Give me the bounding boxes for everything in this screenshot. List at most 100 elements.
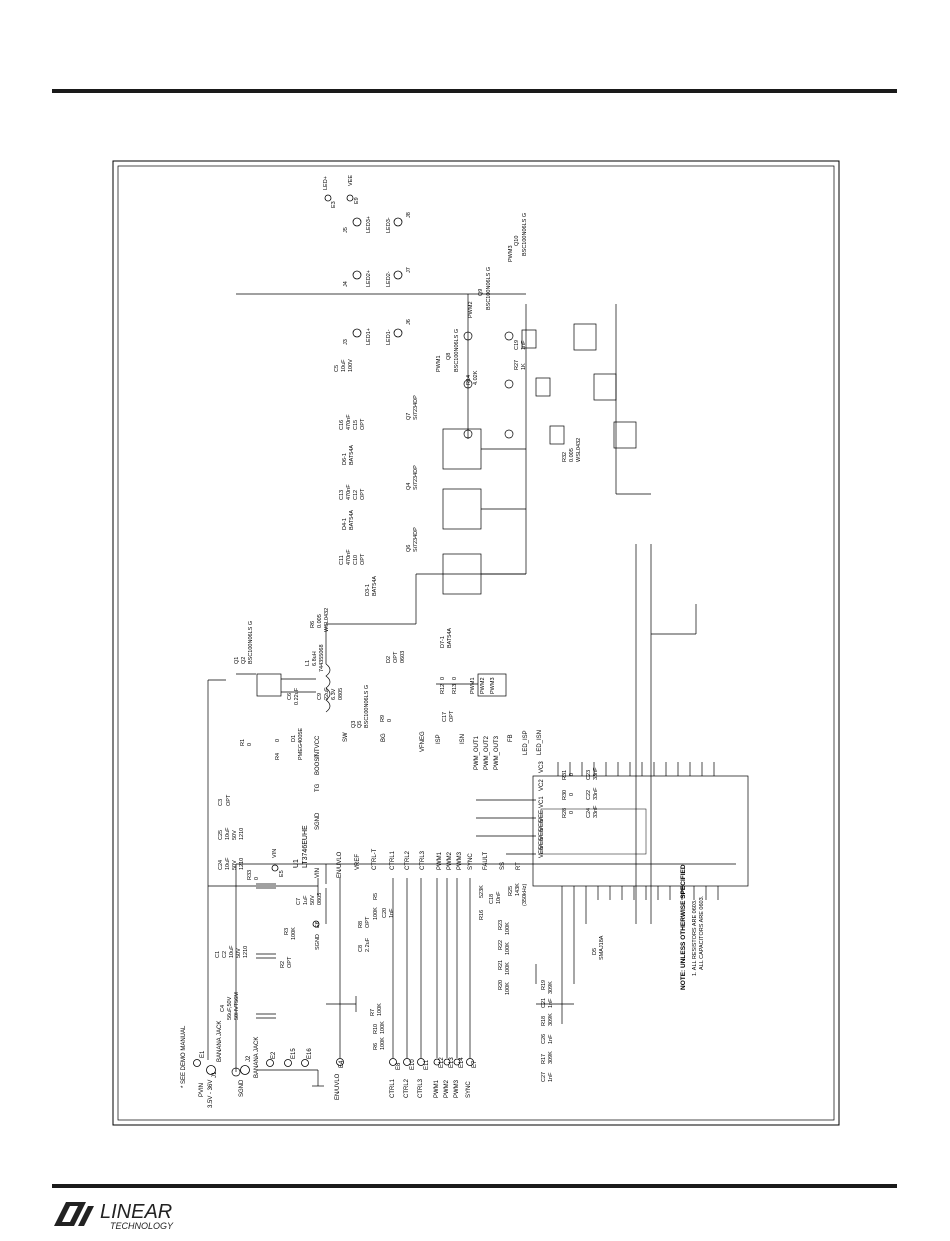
r22-value: 100K (505, 942, 511, 955)
c4-part: 50HVT56M (234, 992, 240, 1020)
l1-label: L1 (305, 660, 311, 666)
j1-jack (206, 1065, 216, 1075)
c27-value: 1nF (548, 1072, 554, 1082)
c7-value: 1uF (303, 895, 309, 905)
r28-value: 0 (569, 811, 575, 814)
pwm2-conn-label: PWM2 (444, 1079, 450, 1098)
ic-ref: U1 (293, 859, 300, 868)
r1-label: R1 (240, 739, 246, 746)
d5-label: D5 (592, 948, 598, 955)
c17-value: OPT (449, 710, 455, 722)
c24r-label: C24 (586, 808, 592, 818)
ic-right-pin-labels: VC3 VC2 VC1 VEE VEE VEE VEE VEE SGND (315, 761, 545, 858)
d6-part: BAT54A (349, 445, 355, 465)
pin-label: CTRL3 (420, 850, 426, 870)
c10-label: C10 (353, 555, 359, 565)
r23-value: 100K (505, 922, 511, 935)
c4-label: C4 (220, 1005, 226, 1012)
e15-terminal (284, 1059, 292, 1067)
r6b-value: 0.005 (317, 614, 323, 628)
q4-part: Si7234DP (413, 465, 419, 490)
c11-label: C11 (339, 555, 345, 565)
c21-value: 1nF (548, 998, 554, 1008)
c25-value: 10uF (225, 827, 231, 840)
e8-ref: E8 (396, 1062, 402, 1070)
pin-label: VEE (539, 819, 545, 831)
sync-conn-label: SYNC (466, 1081, 472, 1098)
r14-label: R14 (466, 375, 472, 385)
q1-part: BSC100N06LS G (248, 621, 254, 664)
sgnd-label: SGND (239, 1079, 245, 1097)
r25-freq: (350kHz) (522, 884, 528, 906)
pwm2-net: PWM2 (480, 678, 486, 695)
j4-terminal (352, 270, 362, 280)
c17-label: C17 (442, 712, 448, 722)
r12-value: 0 (440, 677, 446, 680)
pin-label: BOOST (315, 754, 321, 775)
r8-label: R8 (358, 921, 364, 928)
r13-value: 0 (452, 677, 458, 680)
d4-part: BAT54A (349, 510, 355, 530)
e3-ref: E3 (331, 201, 337, 208)
c18-value: 10nF (496, 891, 502, 904)
r9-label: R9 (380, 715, 386, 722)
r3-value: 100K (291, 927, 297, 940)
linear-technology-logo: LINEAR TECHNOLOGY (54, 1201, 174, 1231)
c19-label: C19 (514, 340, 520, 350)
c6-label: C6 (287, 693, 293, 700)
d6-label: D6-1 (342, 453, 348, 465)
asterisk-note: * SEE DEMO MANUAL (181, 1025, 187, 1088)
e8-terminal (389, 1058, 397, 1066)
e10-ref: E10 (410, 1059, 416, 1070)
c26-value: 1nF (548, 1034, 554, 1044)
pin-label: PWM2 (447, 851, 453, 870)
vee-label: VEE (348, 175, 354, 186)
c5-label: C5 (334, 365, 340, 372)
e6-ref: E6 (315, 921, 321, 928)
r22-label: R22 (498, 940, 504, 950)
c10-value: OPT (360, 553, 366, 565)
c6-value: 0.22uF (294, 687, 300, 705)
d2-value: OPT (393, 651, 399, 663)
c20-label: C20 (382, 908, 388, 918)
r30-value: 0 (569, 793, 575, 796)
r14-value: 4.02K (473, 370, 479, 385)
c24-pkg: 1210 (239, 858, 245, 870)
e16-ref: E16 (307, 1048, 313, 1059)
c11-value: 470nF (346, 549, 352, 565)
note-title: NOTE: UNLESS OTHERWISE SPECIFIED (680, 864, 687, 990)
r27-value: 1K (521, 363, 527, 370)
j1-ref: J1 (212, 1071, 218, 1078)
e1-terminal (193, 1059, 201, 1067)
j7-ref: J7 (406, 267, 412, 273)
pwm1-net: PWM1 (470, 678, 476, 695)
q5-label: Q5 (357, 721, 363, 728)
pin-label: VIN (315, 868, 321, 878)
c1-label: C1 (215, 951, 221, 958)
c18-label: C18 (489, 894, 495, 904)
r33-value: 0 (254, 877, 260, 880)
c25-voltage: 50V (232, 830, 238, 840)
r6b-part: WSL0432 (324, 608, 330, 632)
pin-label: VC3 (539, 761, 545, 773)
pin-label: VEE (539, 846, 545, 858)
d2-pkg: 0603 (400, 651, 406, 663)
j7-terminal (393, 270, 403, 280)
r4-value: 0 (275, 739, 281, 742)
c12-value: OPT (360, 488, 366, 500)
j6-label: LED1- (386, 329, 392, 345)
pin-label: LED_ISN (537, 730, 543, 755)
q1-label: Q1 (234, 657, 240, 664)
e5-ref: E5 (279, 870, 285, 877)
r21-label: R21 (498, 960, 504, 970)
c24r-value: 33nF (593, 805, 599, 818)
l1-value: 6.8uH (312, 651, 318, 666)
ic-bottom-pin-labels: TG BOOST SW BG INTVCC VFNEG ISP ISN PWM_… (315, 730, 543, 792)
c5-voltage: 100V (348, 359, 354, 372)
e7-terminal (466, 1058, 474, 1066)
q6-part: Si7234DP (413, 527, 419, 552)
pin-label: ISN (460, 734, 466, 744)
r25-value: 143K (515, 883, 521, 896)
r32-value: 0.005 (569, 448, 575, 462)
